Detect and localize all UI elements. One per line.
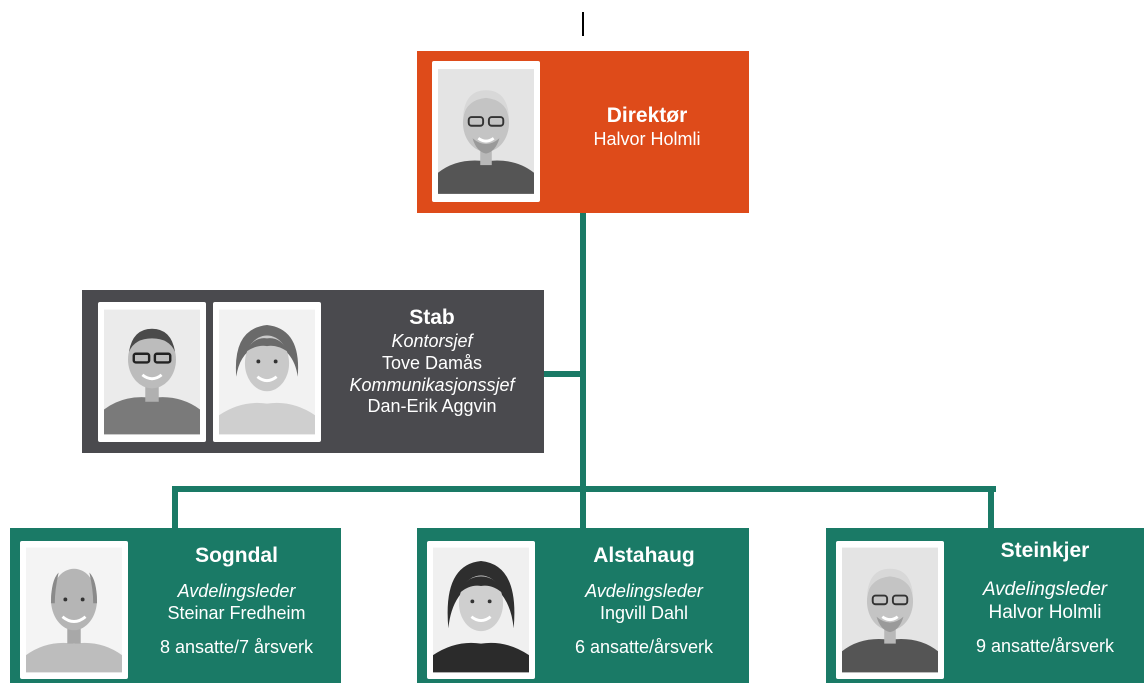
department-role: Avdelingsleder — [177, 580, 296, 601]
department-title: Steinkjer — [1000, 539, 1090, 562]
department-role: Avdelingsleder — [585, 580, 703, 601]
connector-drop-sogndal — [172, 486, 178, 528]
department-role: Avdelingsleder — [982, 578, 1108, 600]
department-text: Alstahaug Avdelingsleder Ingvill Dahl 6 … — [541, 543, 747, 658]
staff-box[interactable]: Stab Kontorsjef Tove Damås Kommunikasjon… — [82, 290, 544, 453]
portrait-icon — [104, 308, 200, 436]
portrait-icon — [433, 547, 529, 673]
portrait-icon — [438, 67, 534, 196]
staff-name-1: Tove Damås — [381, 352, 483, 373]
department-photo — [836, 541, 944, 679]
connector-drop-steinkjer — [988, 486, 994, 528]
department-staff-count: 6 ansatte/årsverk — [574, 636, 714, 657]
portrait-icon — [842, 547, 938, 673]
portrait-icon — [26, 547, 122, 673]
connector-drop-alstahaug — [580, 486, 586, 528]
department-title: Alstahaug — [593, 544, 695, 567]
staff-role-2: Kommunikasjonssjef — [349, 374, 515, 395]
staff-role-1: Kontorsjef — [391, 330, 473, 351]
department-leader-name: Ingvill Dahl — [599, 602, 689, 623]
staff-name-2: Dan-Erik Aggvin — [367, 396, 497, 417]
connector-staff-branch — [544, 371, 584, 377]
connector-director-trunk — [580, 212, 586, 490]
staff-title: Stab — [409, 306, 455, 329]
department-photo — [427, 541, 535, 679]
department-text: Sogndal Avdelingsleder Steinar Fredheim … — [134, 543, 339, 658]
department-title: Sogndal — [195, 544, 278, 567]
staff-photo-2 — [213, 302, 321, 442]
top-marker-line — [582, 12, 584, 36]
department-photo — [20, 541, 128, 679]
staff-text: Stab Kontorsjef Tove Damås Kommunikasjon… — [327, 305, 537, 418]
portrait-icon — [219, 308, 315, 436]
director-name: Halvor Holmli — [593, 128, 701, 149]
department-staff-count: 8 ansatte/7 årsverk — [159, 636, 314, 657]
department-leader-name: Steinar Fredheim — [167, 602, 306, 623]
director-box[interactable]: Direktør Halvor Holmli — [417, 51, 749, 213]
department-text: Steinkjer Avdelingsleder Halvor Holmli 9… — [948, 538, 1142, 658]
staff-photo-1 — [98, 302, 206, 442]
department-staff-count: 9 ansatte/årsverk — [975, 635, 1115, 656]
department-leader-name: Halvor Holmli — [988, 601, 1102, 623]
department-box-alstahaug[interactable]: Alstahaug Avdelingsleder Ingvill Dahl 6 … — [417, 528, 749, 683]
director-title: Direktør — [606, 104, 688, 127]
director-text: Direktør Halvor Holmli — [557, 103, 737, 151]
department-box-steinkjer[interactable]: Steinkjer Avdelingsleder Halvor Holmli 9… — [826, 528, 1144, 683]
department-box-sogndal[interactable]: Sogndal Avdelingsleder Steinar Fredheim … — [10, 528, 341, 683]
director-photo — [432, 61, 540, 202]
